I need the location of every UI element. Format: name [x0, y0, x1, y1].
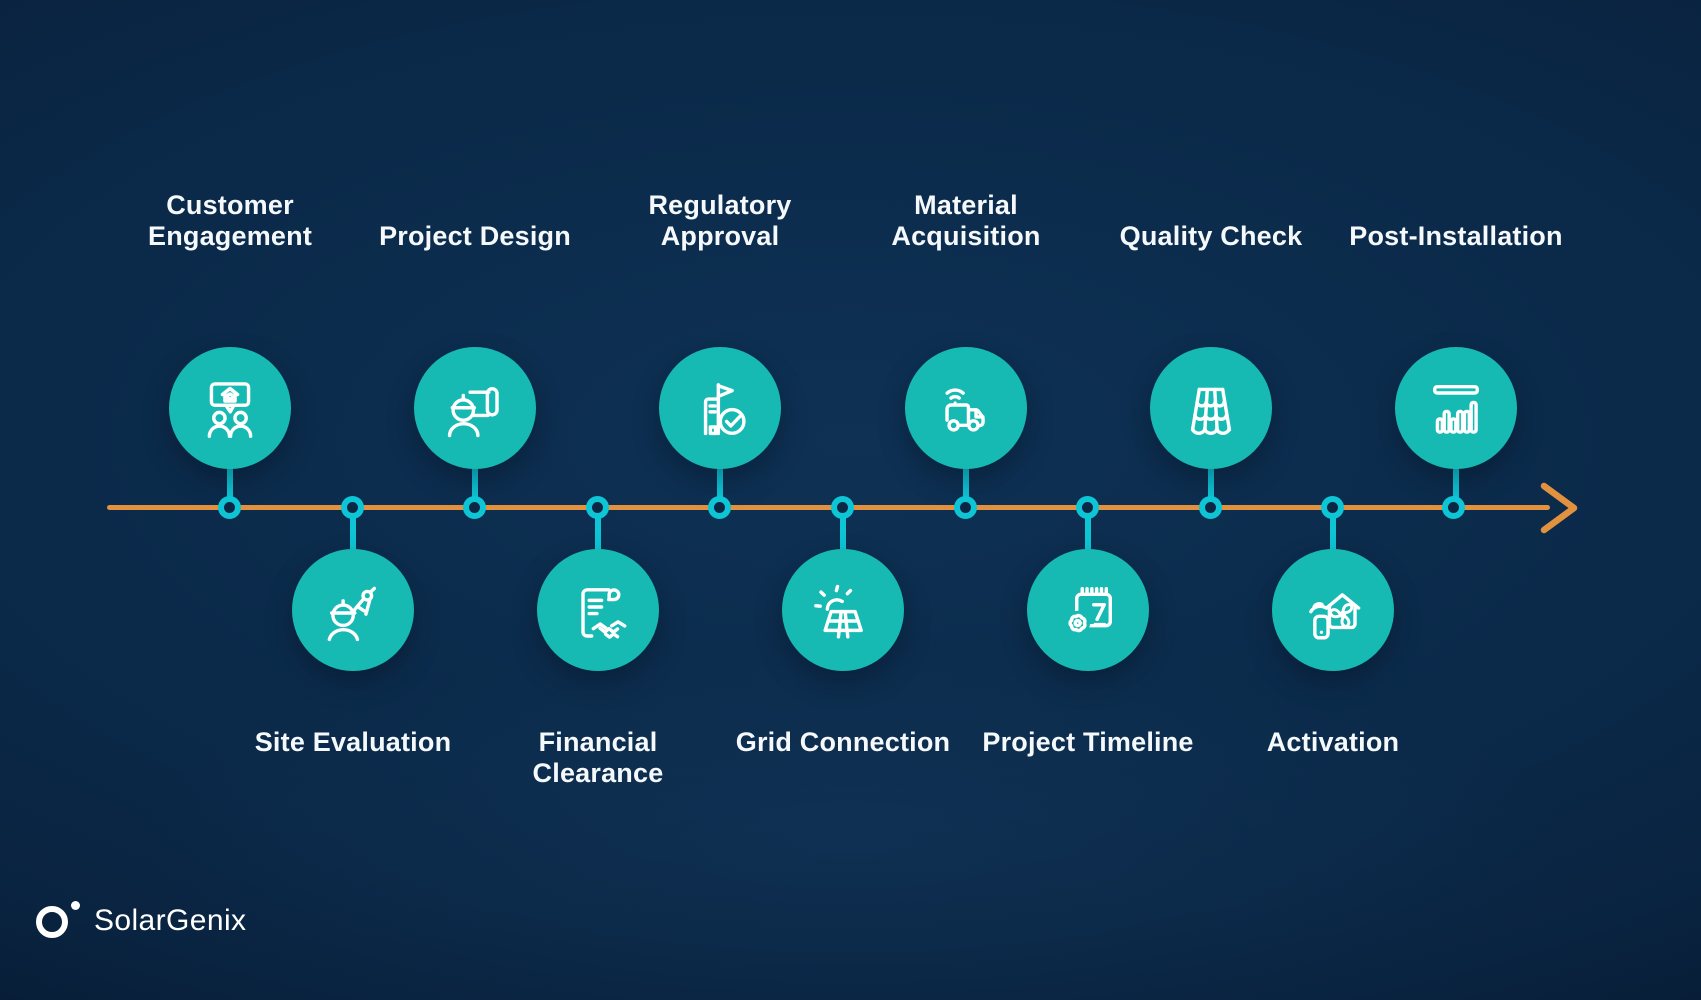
project-design-icon: [447, 387, 499, 438]
timeline-node: [586, 496, 609, 519]
connector-stem: [1085, 506, 1091, 556]
connector-stem: [840, 506, 846, 556]
timeline-node: [1321, 496, 1344, 519]
connector-stem: [963, 460, 969, 510]
brand-logo: SolarGenix: [36, 898, 246, 944]
connector-stem: [1330, 506, 1336, 556]
step-icon-bubble: [1395, 347, 1517, 469]
timeline-node: [1076, 496, 1099, 519]
connector-stem: [227, 460, 233, 510]
step-label: Activation: [1266, 727, 1400, 757]
connector-stem: [1208, 460, 1214, 510]
timeline-node: [463, 496, 486, 519]
timeline-node: [218, 496, 241, 519]
brand-name: SolarGenix: [94, 904, 247, 937]
connector-stem: [595, 506, 601, 556]
step-icon-bubble: [169, 347, 291, 469]
solargenix-ring-logo: [36, 898, 84, 944]
timeline-node: [708, 496, 731, 519]
timeline-node: [954, 496, 977, 519]
step-icon-bubble: [1272, 549, 1394, 671]
step-label: Financial Clearance: [532, 727, 664, 788]
step-label: Project Timeline: [982, 727, 1194, 757]
timeline-node: [1199, 496, 1222, 519]
timeline-node: [831, 496, 854, 519]
step-icon-bubble: [1027, 549, 1149, 671]
timeline-node: [1442, 496, 1465, 519]
activation-icon: [1309, 593, 1361, 640]
step-icon-bubble: [292, 549, 414, 671]
step-icon-bubble: [537, 549, 659, 671]
step-label: Post-Installation: [1349, 221, 1563, 251]
project-timeline-icon: [1065, 586, 1112, 636]
post-installation-icon: [1432, 384, 1480, 434]
step-label: Material Acquisition: [891, 190, 1041, 251]
step-icon-bubble: [659, 347, 781, 469]
connector-stem: [472, 460, 478, 510]
site-evaluation-icon: [327, 586, 377, 642]
step-label: Regulatory Approval: [648, 190, 792, 251]
step-icon-bubble: [782, 549, 904, 671]
step-label: Grid Connection: [735, 727, 951, 757]
connector-stem: [350, 506, 356, 556]
logo-ring-icon: [36, 906, 68, 938]
customer-engagement-icon: [207, 382, 253, 438]
step-icon-bubble: [905, 347, 1027, 469]
arrow-right-icon: [1540, 482, 1578, 534]
material-acquisition-icon: [945, 388, 985, 432]
timeline-line: [107, 505, 1550, 510]
timeline-node: [341, 496, 364, 519]
step-icon-bubble: [414, 347, 536, 469]
step-icon-bubble: [1150, 347, 1272, 469]
connector-stem: [717, 460, 723, 510]
connector-stem: [1453, 460, 1459, 510]
step-label: Customer Engagement: [147, 190, 313, 251]
step-label: Quality Check: [1119, 221, 1303, 251]
grid-connection-icon: [814, 584, 863, 639]
regulatory-approval-icon: [703, 383, 746, 436]
step-label: Site Evaluation: [254, 727, 452, 757]
quality-check-icon: [1190, 387, 1232, 436]
logo-dot-icon: [71, 901, 80, 910]
financial-clearance-icon: [581, 588, 627, 639]
step-label: Project Design: [379, 221, 571, 251]
